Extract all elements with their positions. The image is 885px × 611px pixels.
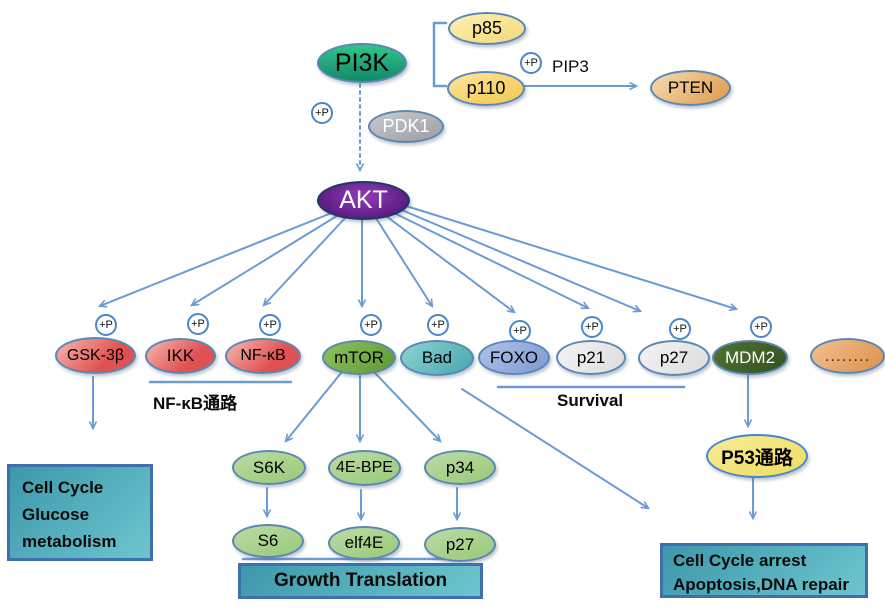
node-mtor: mTOR [322, 340, 396, 375]
phospho-badge-p27: +P [669, 318, 691, 340]
box-line: Apoptosis,DNA repair [673, 575, 850, 594]
box-line: Cell Cycle arrest [673, 551, 807, 570]
arrow-akt-p27 [396, 207, 640, 311]
node-pten: PTEN [650, 70, 731, 106]
bracket-pi3k-subunits [432, 21, 448, 88]
node-elf4e: elf4E [328, 526, 400, 560]
label-nfkb-pathway: NF-κB通路 [153, 394, 238, 413]
phospho-badge-ikk: +P [187, 313, 209, 335]
arrow-bad-outcome [461, 388, 648, 508]
node-4ebpe: 4E-BPE [328, 450, 401, 486]
box-line: metabolism [22, 532, 117, 551]
node-p34: p34 [424, 450, 496, 485]
node-p53-pathway: P53通路 [706, 434, 808, 478]
node-other-targets: ........ [810, 338, 885, 374]
box-cell-cycle-arrest: Cell Cycle arrest Apoptosis,DNA repair [660, 543, 868, 598]
node-nfkb: NF-κB [225, 338, 301, 374]
node-gsk3b: GSK-3β [55, 337, 136, 374]
node-p110: p110 [447, 71, 525, 106]
arrow-akt-nfkb [264, 215, 348, 305]
phospho-badge-nfkb: +P [259, 314, 281, 336]
node-p27-downstream: p27 [424, 527, 496, 562]
phospho-badge-pi3k: +P [311, 102, 333, 124]
node-mdm2: MDM2 [712, 340, 788, 375]
phospho-badge-mdm2: +P [750, 316, 772, 338]
phospho-badge-p21: +P [581, 316, 603, 338]
node-s6: S6 [232, 524, 304, 558]
node-s6k: S6K [232, 450, 306, 485]
arrow-mtor-p34 [374, 372, 440, 441]
node-p27: p27 [638, 340, 710, 376]
arrow-akt-mdm2 [402, 204, 736, 309]
arrow-akt-gsk3b [100, 211, 335, 306]
box-cell-cycle-glucose: Cell Cycle Glucose metabolism [7, 464, 153, 561]
node-pdk1: PDK1 [368, 110, 444, 143]
arrow-mtor-s6k [286, 372, 342, 441]
node-foxo: FOXO [478, 340, 550, 375]
phospho-badge-bad: +P [427, 314, 449, 336]
arrow-akt-p21 [389, 210, 588, 308]
label-pip3: PIP3 [552, 57, 589, 76]
node-p21: p21 [556, 340, 626, 375]
phospho-badge-pip3: +P [520, 52, 542, 74]
label-survival: Survival [557, 391, 624, 410]
phospho-badge-gsk3b: +P [95, 314, 117, 336]
box-line: Glucose [22, 505, 90, 524]
phospho-badge-mtor: +P [360, 314, 382, 336]
box-line: Growth Translation [273, 570, 448, 591]
box-growth-translation: Growth Translation [238, 563, 483, 599]
node-pi3k: PI3K [317, 43, 407, 83]
phospho-badge-foxo: +P [509, 320, 531, 342]
node-bad: Bad [400, 340, 474, 376]
box-line: Cell Cycle [22, 478, 104, 497]
arrow-akt-foxo [381, 212, 514, 312]
node-p85: p85 [448, 12, 526, 45]
arrow-akt-ikk [192, 213, 341, 305]
arrow-akt-bad [373, 214, 432, 306]
node-akt: AKT [317, 181, 410, 220]
node-ikk: IKK [145, 338, 216, 374]
